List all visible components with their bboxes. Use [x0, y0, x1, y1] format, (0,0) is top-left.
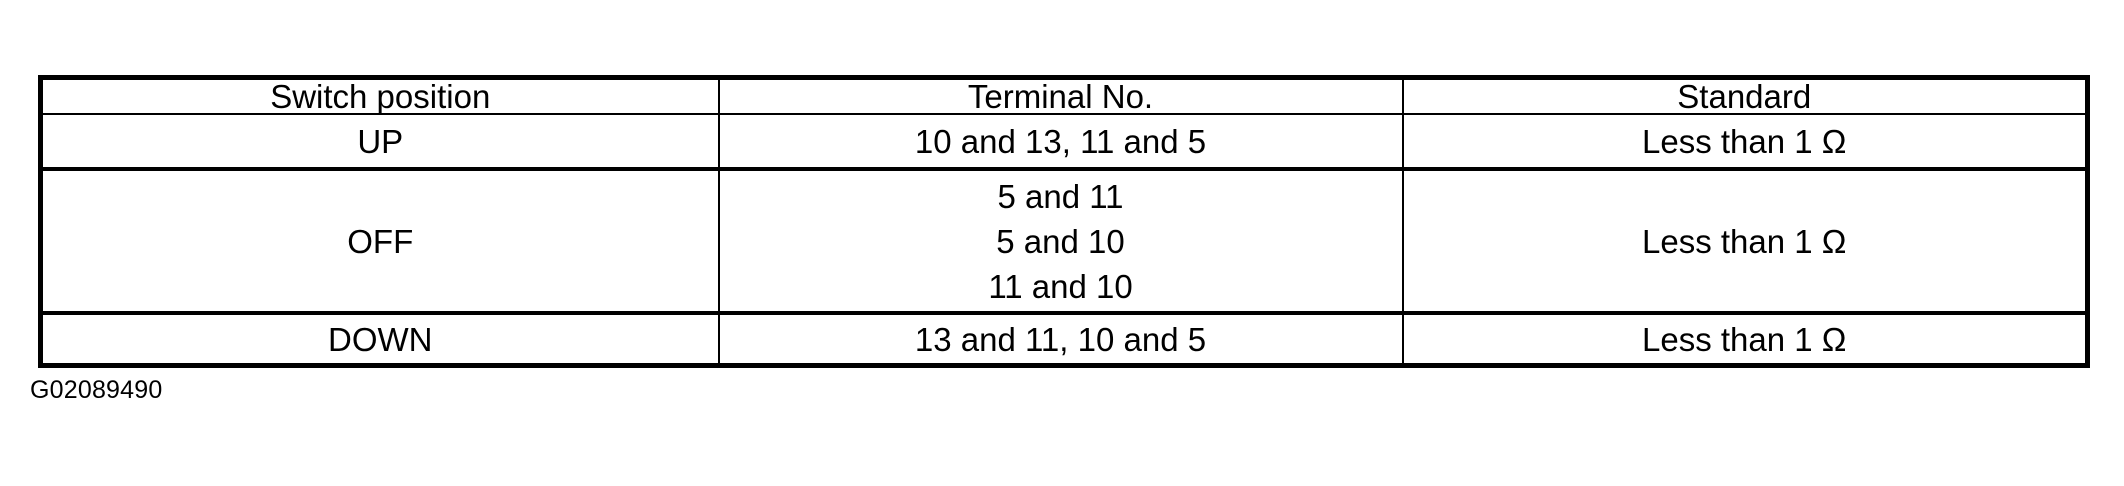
column-header-terminal-no: Terminal No. [717, 76, 1404, 115]
terminal-no-line: 5 and 10 [996, 222, 1125, 260]
terminal-no-line: 11 and 10 [988, 267, 1133, 305]
column-header-standard: Standard [1401, 76, 2089, 115]
table-row: DOWN 13 and 11, 10 and 5 Less than 1 Ω [39, 311, 2089, 367]
table-header-row: Switch position Terminal No. Standard [39, 76, 2089, 115]
cell-switch-position-down: DOWN [39, 311, 720, 367]
cell-switch-position-off: OFF [39, 168, 720, 314]
cell-switch-position-up: UP [39, 113, 720, 171]
figure-caption: G02089490 [30, 376, 163, 404]
column-header-switch-position: Switch position [39, 76, 720, 115]
cell-terminal-no-off: 5 and 11 5 and 10 11 and 10 [717, 168, 1404, 314]
cell-standard-off: Less than 1 Ω [1401, 168, 2089, 314]
table-row: UP 10 and 13, 11 and 5 Less than 1 Ω [39, 113, 2089, 171]
cell-standard-down: Less than 1 Ω [1401, 311, 2089, 367]
switch-position-continuity-table: Switch position Terminal No. Standard UP… [38, 75, 2090, 368]
table-row: OFF 5 and 11 5 and 10 11 and 10 Less tha… [39, 168, 2089, 314]
cell-terminal-no-down: 13 and 11, 10 and 5 [717, 311, 1404, 367]
terminal-no-line: 5 and 11 [997, 177, 1124, 215]
terminal-no-line-list: 5 and 11 5 and 10 11 and 10 [720, 171, 1402, 311]
cell-terminal-no-up: 10 and 13, 11 and 5 [717, 113, 1404, 171]
cell-standard-up: Less than 1 Ω [1401, 113, 2089, 171]
